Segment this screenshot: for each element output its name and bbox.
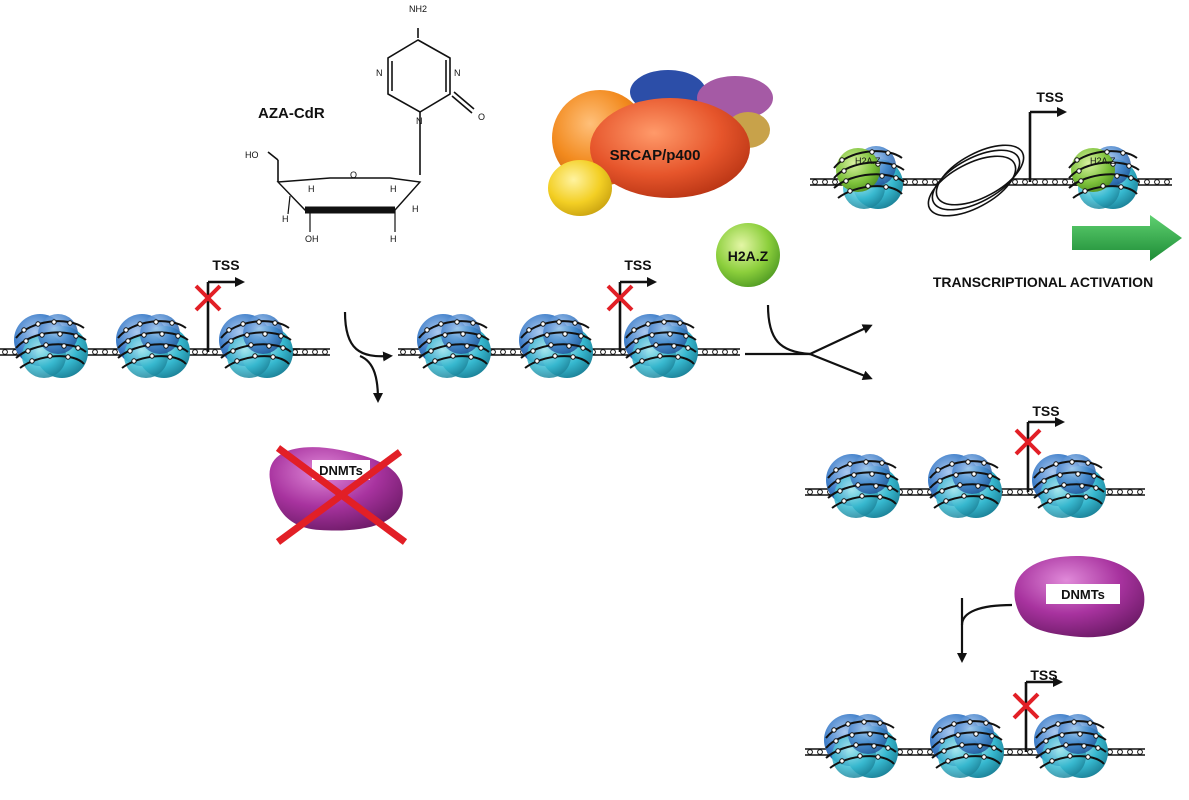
complex-yellow-subunit [548, 160, 612, 216]
inhibition-arrow [343, 311, 393, 403]
complex-core-subunit [590, 98, 750, 198]
o-keto-atom: O [478, 112, 485, 122]
unwrapped-dna [927, 144, 1025, 217]
dnmt-label: DNMTs [1061, 587, 1105, 602]
h2az-nucleosome-label: H2A.Z [855, 156, 881, 166]
n-bottom-atom: N [416, 116, 423, 126]
chromatin-activated: TSS H2A.Z H2A.Z TRANSCRIPTIONAL ACTIVATI… [809, 89, 1182, 290]
oh-group: OH [305, 234, 319, 244]
h-atom: H [282, 214, 289, 224]
drug-name-label: AZA-CdR [258, 105, 325, 122]
free-h2az-histone: H2A.Z [716, 223, 780, 287]
nh2-atom: NH2 [409, 4, 427, 14]
h-atom: H [412, 204, 419, 214]
h2az-nucleosome-label: H2A.Z [1090, 156, 1116, 166]
h-atom: H [390, 234, 397, 244]
tss-label: TSS [1036, 89, 1063, 105]
cross-stroke [275, 449, 403, 545]
tss-label: TSS [624, 257, 651, 273]
chromatin-resilenced: TSS [804, 667, 1146, 779]
tss-label: TSS [1032, 403, 1059, 419]
chromatin-silenced-initial: TSS [0, 257, 331, 379]
dnmt-label-box [1046, 584, 1120, 604]
h-atom: H [308, 184, 315, 194]
dnmt-inhibited: DNMTs [269, 445, 408, 545]
srcap-p400-complex: SRCAP/p400 [548, 70, 773, 216]
tss-label: TSS [1030, 667, 1057, 683]
dnmt-label-box [312, 460, 370, 480]
branch-arrows [745, 304, 873, 381]
n-left-atom: N [376, 68, 383, 78]
h2az-label: H2A.Z [728, 248, 769, 264]
chromatin-demethylated: TSS [397, 257, 741, 379]
aza-cdr-structure: NH2 N N N O O HO OH H H H H H AZA-CdR [245, 4, 485, 244]
chromatin-silenced-mid: TSS [804, 403, 1146, 519]
h-atom: H [390, 184, 397, 194]
dnmt-label: DNMTs [319, 463, 363, 478]
tss-label: TSS [212, 257, 239, 273]
complex-label: SRCAP/p400 [610, 147, 701, 164]
ho-group: HO [245, 150, 259, 160]
dnmt-active: DNMTs [957, 555, 1145, 663]
outcome-label: TRANSCRIPTIONAL ACTIVATION [933, 274, 1153, 290]
n-right-atom: N [454, 68, 461, 78]
o-ring-atom: O [350, 170, 357, 180]
activation-arrow-icon [1072, 215, 1182, 261]
